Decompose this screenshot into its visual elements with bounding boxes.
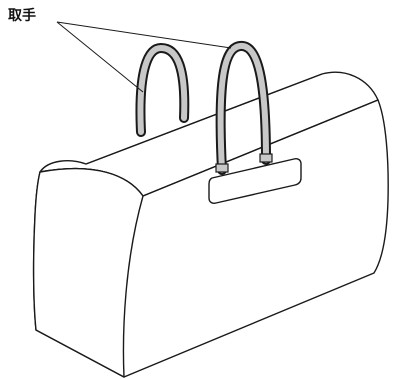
callout-lines xyxy=(56,21,232,93)
left-handle xyxy=(135,42,190,137)
bag-body xyxy=(32,71,389,378)
handle-callout-label: 取手 xyxy=(8,8,36,24)
right-handle xyxy=(215,41,273,175)
handle-tag xyxy=(208,158,302,204)
